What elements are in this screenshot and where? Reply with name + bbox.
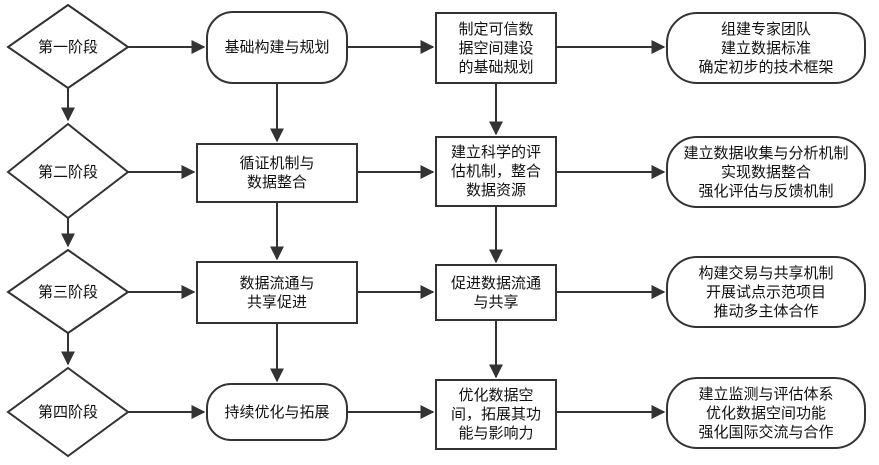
stage-2-detail-box [435,136,557,207]
stage-1-step-box [206,11,348,84]
stage-3-step-box [196,261,358,324]
stage-3-actions-box [666,256,866,328]
stage-4-detail-box [435,379,557,450]
stage-4-diamond [6,366,130,458]
stage-4-step-box [206,383,348,441]
stage-3-diamond [6,248,130,335]
stage-2-diamond [6,122,130,220]
stage-1-diamond [6,3,130,90]
stage-3-detail-box [435,264,557,321]
stage-1-actions-box [666,12,866,84]
stage-4-actions-box [666,377,866,449]
stage-2-step-box [196,143,358,203]
stage-1-detail-box [435,12,557,84]
stage-2-actions-box [666,136,866,208]
